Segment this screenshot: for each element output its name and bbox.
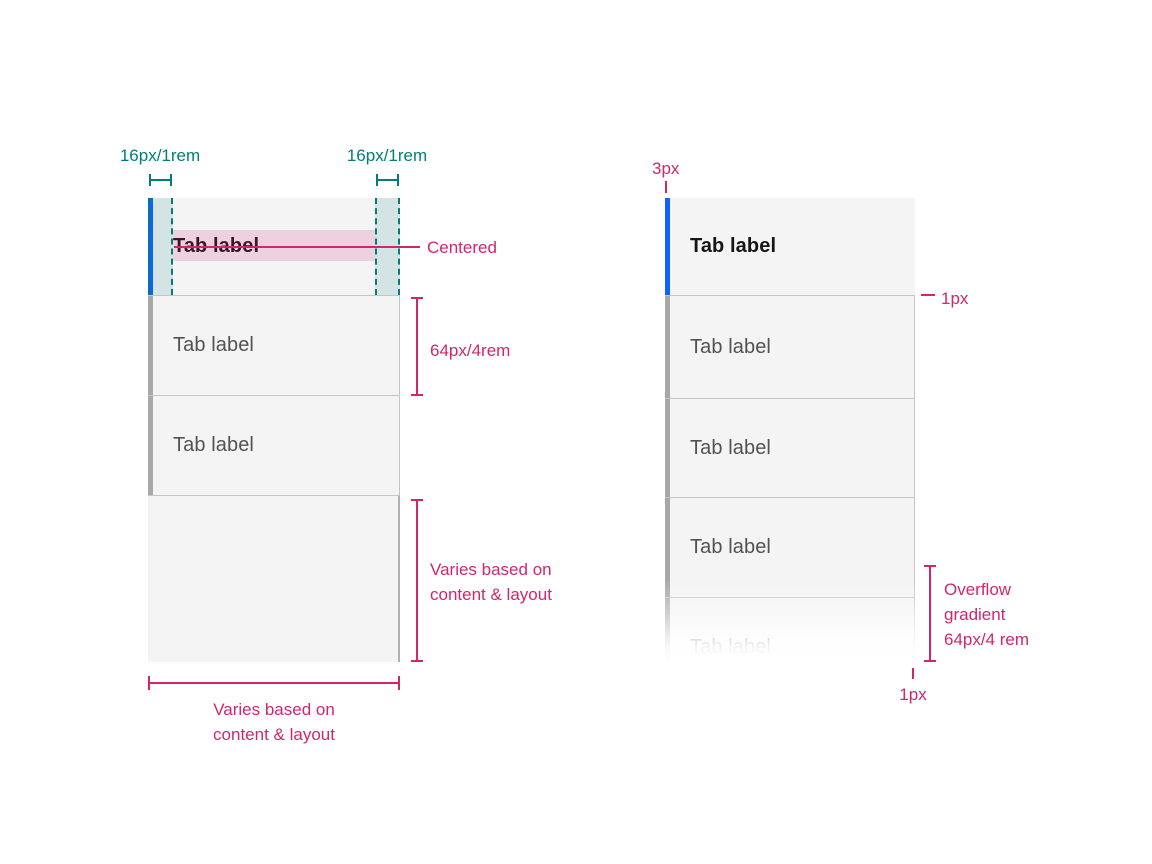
divider-width-label: 1px <box>941 289 969 308</box>
overflow-gradient <box>665 580 915 663</box>
right-padding-bracket <box>376 174 399 186</box>
border-width-label: 1px <box>899 685 927 704</box>
tab-height-bracket <box>411 297 423 396</box>
unselected-stripe <box>665 296 670 398</box>
divider-width-dash <box>921 294 935 296</box>
centered-leader-line <box>174 246 420 248</box>
padding-overlay-left <box>148 198 173 295</box>
tab-label: Tab label <box>173 434 254 456</box>
tab-label: Tab label <box>690 536 771 558</box>
right-tab-3: Tab label <box>665 398 915 497</box>
content-height-label: Varies based on content & layout <box>430 557 552 607</box>
tab-label: Tab label <box>690 235 777 257</box>
overflow-gradient-label-line2: gradient <box>944 605 1006 624</box>
right-selected-tab: Tab label <box>665 198 915 295</box>
centered-annotation: Centered <box>427 238 497 257</box>
unselected-stripe <box>148 296 153 395</box>
right-padding-measurement-label: 16px/1rem <box>346 146 428 165</box>
left-padding-bracket <box>149 174 172 186</box>
label-centering-band <box>173 230 375 261</box>
right-tab-list: Tab label Tab label Tab label Tab label … <box>665 198 915 663</box>
left-tab-3: Tab label <box>148 395 400 495</box>
tab-label: Tab label <box>173 334 254 356</box>
unselected-stripe <box>665 399 670 497</box>
selected-indicator-bar <box>148 198 153 295</box>
tab-height-label: 64px/4rem <box>430 341 511 360</box>
content-panel <box>148 495 400 662</box>
indicator-width-dash <box>665 181 667 193</box>
overflow-gradient-bracket <box>924 565 936 662</box>
unselected-stripe <box>148 396 153 495</box>
border-width-dash <box>912 668 914 679</box>
left-tab-2: Tab label <box>148 295 400 395</box>
tab-label: Tab label <box>690 335 771 358</box>
left-padding-measurement-label: 16px/1rem <box>119 146 201 165</box>
content-width-label-line2: content & layout <box>213 725 335 744</box>
indicator-width-label: 3px <box>652 159 680 178</box>
content-height-label-line1: Varies based on <box>430 560 552 579</box>
unselected-stripe <box>665 498 670 597</box>
tab-label: Tab label <box>690 436 771 459</box>
selected-indicator-bar <box>665 198 670 295</box>
overflow-gradient-label-line1: Overflow <box>944 580 1012 599</box>
content-height-label-line2: content & layout <box>430 585 552 604</box>
content-width-label-line1: Varies based on <box>213 700 335 719</box>
content-width-label: Varies based on content & layout <box>148 697 400 747</box>
content-width-bracket <box>148 676 400 690</box>
right-tab-2: Tab label <box>665 295 915 398</box>
overflow-gradient-label-line3: 64px/4 rem <box>944 630 1030 649</box>
content-height-bracket <box>411 499 423 662</box>
overflow-gradient-label: Overflow gradient 64px/4 rem <box>944 577 1029 652</box>
